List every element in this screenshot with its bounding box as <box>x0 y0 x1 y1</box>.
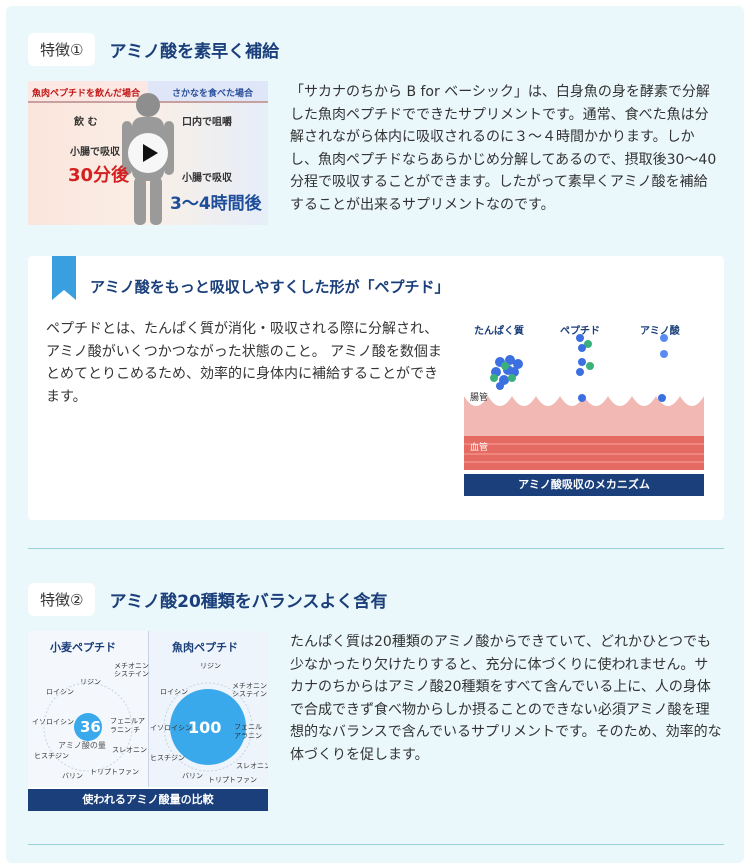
feature2-header: 特徴② アミノ酸20種類をバランスよく含有 <box>28 583 387 616</box>
comparison-right-value: 100 <box>188 718 222 737</box>
video-left-header: 魚肉ペプチドを飲んだ場合 <box>32 89 141 99</box>
play-button[interactable] <box>128 133 168 173</box>
feature1-title: アミノ酸を素早く補給 <box>109 42 280 62</box>
video-left-time: 30分後 <box>68 165 130 186</box>
diagram-label-protein: たんぱく質 <box>474 326 524 337</box>
comparison-left-title: 小麦ペプチド <box>50 641 116 654</box>
feature1-header: 特徴① アミノ酸を素早く補給 <box>28 33 279 66</box>
radar-label: バリン <box>182 772 203 780</box>
comparison-caption: 使われるアミノ酸量の比較 <box>28 789 268 811</box>
feature2-badge: 特徴② <box>28 583 96 616</box>
diagram-label-intestine: 腸管 <box>470 393 489 403</box>
section-divider <box>28 548 724 549</box>
radar-chart-icon <box>43 682 253 772</box>
feature1-badge: 特徴① <box>28 33 96 66</box>
peptide-card: アミノ酸をもっと吸収しやすくした形が「ペプチド」 ペプチドとは、たんぱく質が消化… <box>28 256 724 520</box>
comparison-left-value: 36 <box>80 718 101 736</box>
diagram-label-blood: 血管 <box>470 443 489 453</box>
radar-label: イソロイシン <box>150 724 192 732</box>
video-right-time: 3～4時間後 <box>170 194 262 214</box>
radar-label: スレオニン <box>236 762 268 770</box>
section-divider <box>28 844 724 845</box>
molecule-diagram-icon <box>464 334 704 470</box>
radar-label: リジン <box>80 678 101 686</box>
feature1-description: 「サカナのちから B for ベーシック」は、白身魚の身を酵素で分解した魚肉ペプ… <box>290 84 717 213</box>
radar-label: ヒスチジン <box>34 752 69 760</box>
radar-label: フェニルアラニン チロシン <box>234 723 262 740</box>
radar-label: メチオニン <box>114 662 149 670</box>
video-right-action: 口内で咀嚼 <box>182 117 232 128</box>
comparison-right-title: 魚肉ペプチド <box>172 641 238 654</box>
video-left-absorb: 小腸で吸収 <box>70 147 120 158</box>
radar-label: トリプトファン <box>208 776 257 784</box>
radar-label: フェニルアラニン チロシン <box>110 717 145 734</box>
radar-label: システイン <box>232 690 267 698</box>
radar-label: ロイシン <box>46 688 74 696</box>
feature2-title: アミノ酸20種類をバランスよく含有 <box>109 592 388 612</box>
radar-label: イソロイシン <box>32 718 74 726</box>
radar-label: ロイシン <box>160 688 188 696</box>
radar-label: スレオニン <box>112 746 147 754</box>
peptide-card-title: アミノ酸をもっと吸収しやすくした形が「ペプチド」 <box>90 278 450 296</box>
radar-label: メチオニン <box>232 682 267 690</box>
radar-label: バリン <box>62 772 83 780</box>
comparison-center-label: アミノ酸の量 <box>58 741 106 750</box>
diagram-caption: アミノ酸吸収のメカニズム <box>464 474 704 496</box>
radar-label: リジン <box>200 662 221 670</box>
diagram-label-peptide: ペプチド <box>560 326 600 337</box>
page-background: 特徴① アミノ酸を素早く補給 魚肉ペプチドを飲んだ場合 さかなを食べた場合 飲 … <box>6 6 744 863</box>
absorption-video[interactable]: 魚肉ペプチドを飲んだ場合 さかなを食べた場合 飲 む 口内で咀嚼 小腸で吸収 小… <box>28 81 268 225</box>
radar-label: ヒスチジン <box>150 754 185 762</box>
amino-mechanism-diagram: たんぱく質 ペプチド アミノ酸 腸管 血管 <box>464 316 704 496</box>
radar-label: システイン <box>114 670 149 678</box>
peptide-card-description: ペプチドとは、たんぱく質が消化・吸収される際に分解され、アミノ酸がいくつかつなが… <box>46 321 442 405</box>
amino-comparison-image: 小麦ペプチド 魚肉ペプチド 36 100 アミノ酸の量 メチオニン システイン … <box>28 631 268 811</box>
diagram-label-amino: アミノ酸 <box>640 326 680 337</box>
video-left-action: 飲 む <box>74 117 98 128</box>
play-icon <box>143 144 158 162</box>
radar-label: トリプトファン <box>90 768 139 776</box>
feature2-description: たんぱく質は20種類のアミノ酸からできていて、どれかひとつでも少なかったり欠けた… <box>290 634 722 763</box>
bookmark-ribbon-icon <box>52 256 76 300</box>
video-right-header: さかなを食べた場合 <box>172 89 254 99</box>
video-right-absorb: 小腸で吸収 <box>182 173 232 184</box>
